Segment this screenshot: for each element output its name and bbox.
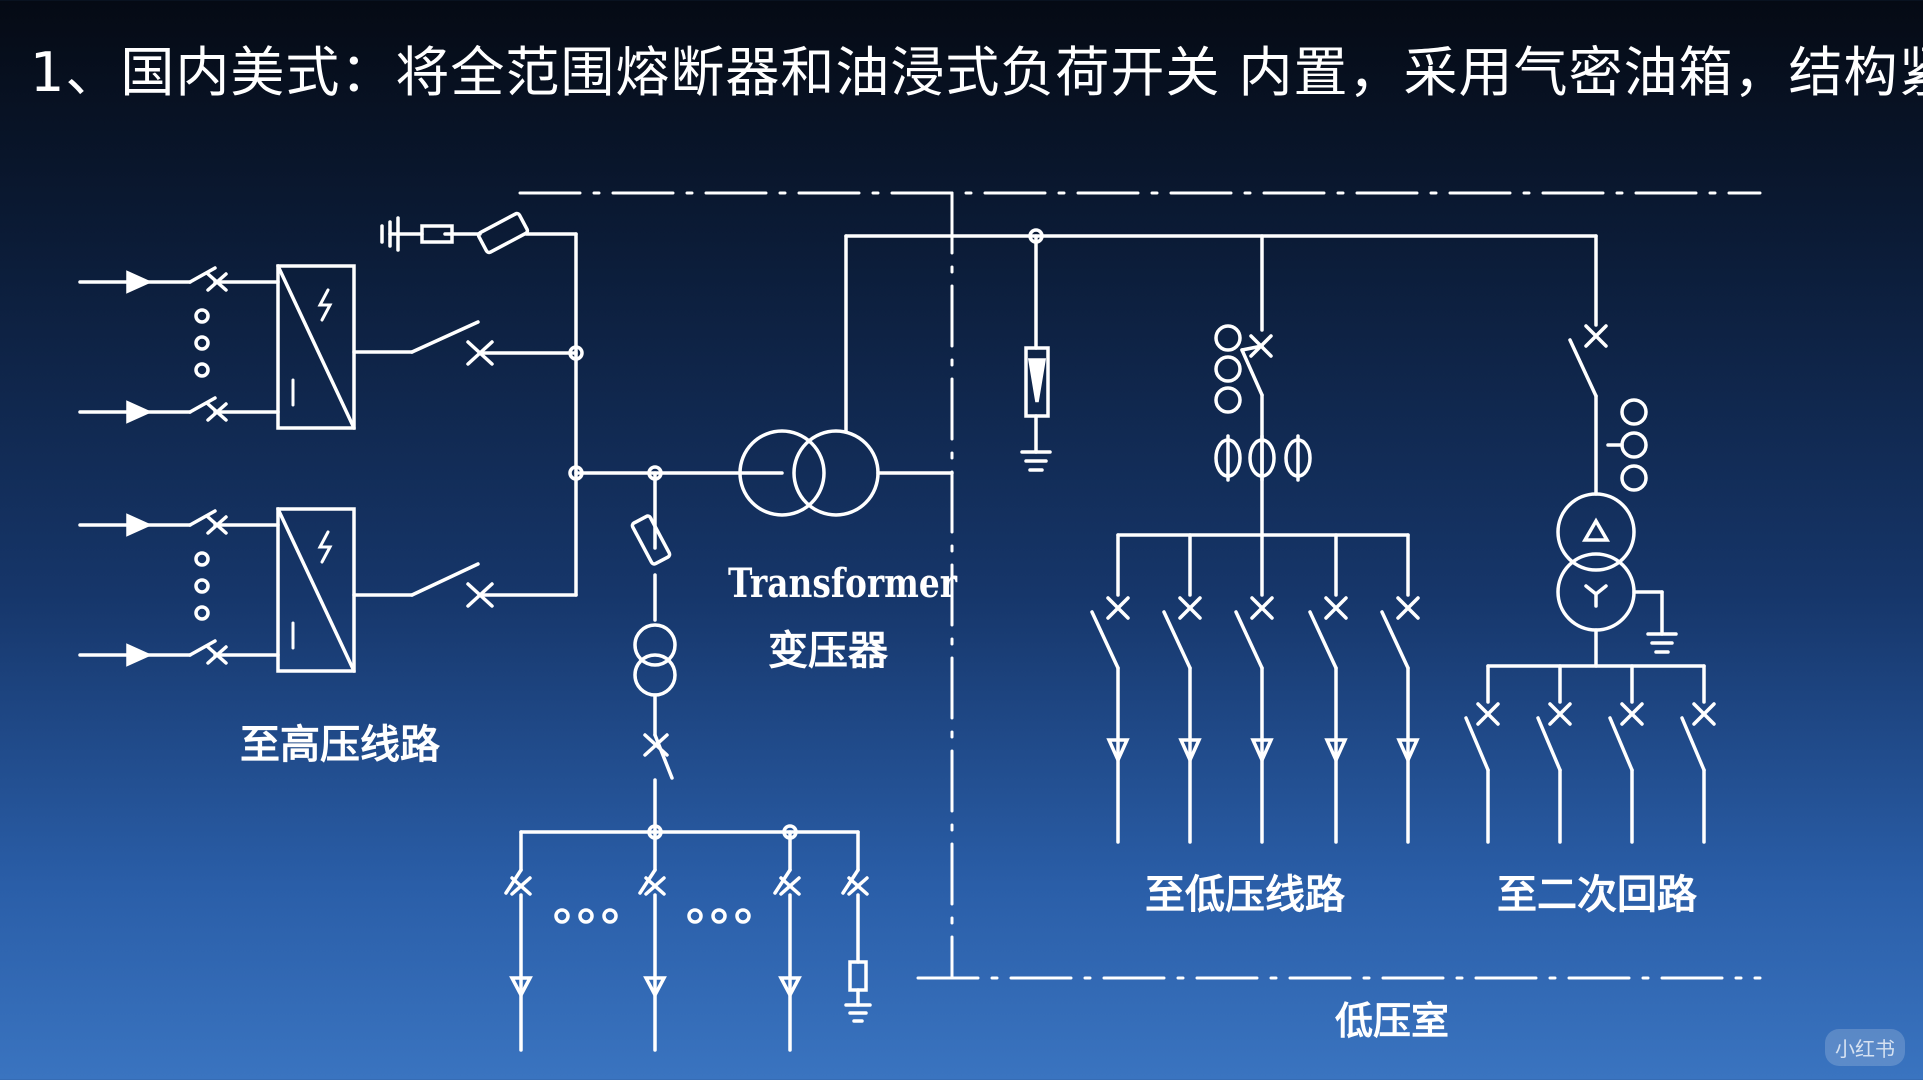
lv-feeders (1090, 533, 1420, 844)
secondary-branch (1464, 234, 1716, 844)
slide-title: 1、国内美式：将全范围熔断器和油浸式负荷开关 内置，采用气密油箱，结构紧凑 (30, 41, 1923, 104)
transformer-symbol (630, 234, 1598, 622)
watermark-badge: 小红书 (1825, 1029, 1905, 1066)
transformer-label-en: Transformer (728, 560, 957, 607)
switch-cabinet-bottom (276, 507, 356, 673)
fuse-symbol (476, 211, 530, 255)
lv-arrester (1020, 228, 1052, 472)
hv-feeder-group-top (78, 264, 578, 430)
lv-lines-label: 至低压线路 (1145, 872, 1345, 918)
auxiliary-branch (504, 623, 872, 1052)
fuse-symbol (630, 514, 672, 566)
hv-bus (380, 211, 784, 597)
hv-lines-label: 至高压线路 (240, 722, 440, 768)
switch-cabinet-top (276, 264, 356, 430)
hv-feeder-group-bottom (78, 507, 578, 673)
lv-main-branch (1116, 234, 1410, 537)
transformer-label-cn: 变压器 (768, 628, 888, 674)
lv-room-boundary (518, 191, 1762, 980)
secondary-circuit-label: 至二次回路 (1497, 872, 1697, 918)
lv-room-label: 低压室 (1335, 999, 1450, 1043)
